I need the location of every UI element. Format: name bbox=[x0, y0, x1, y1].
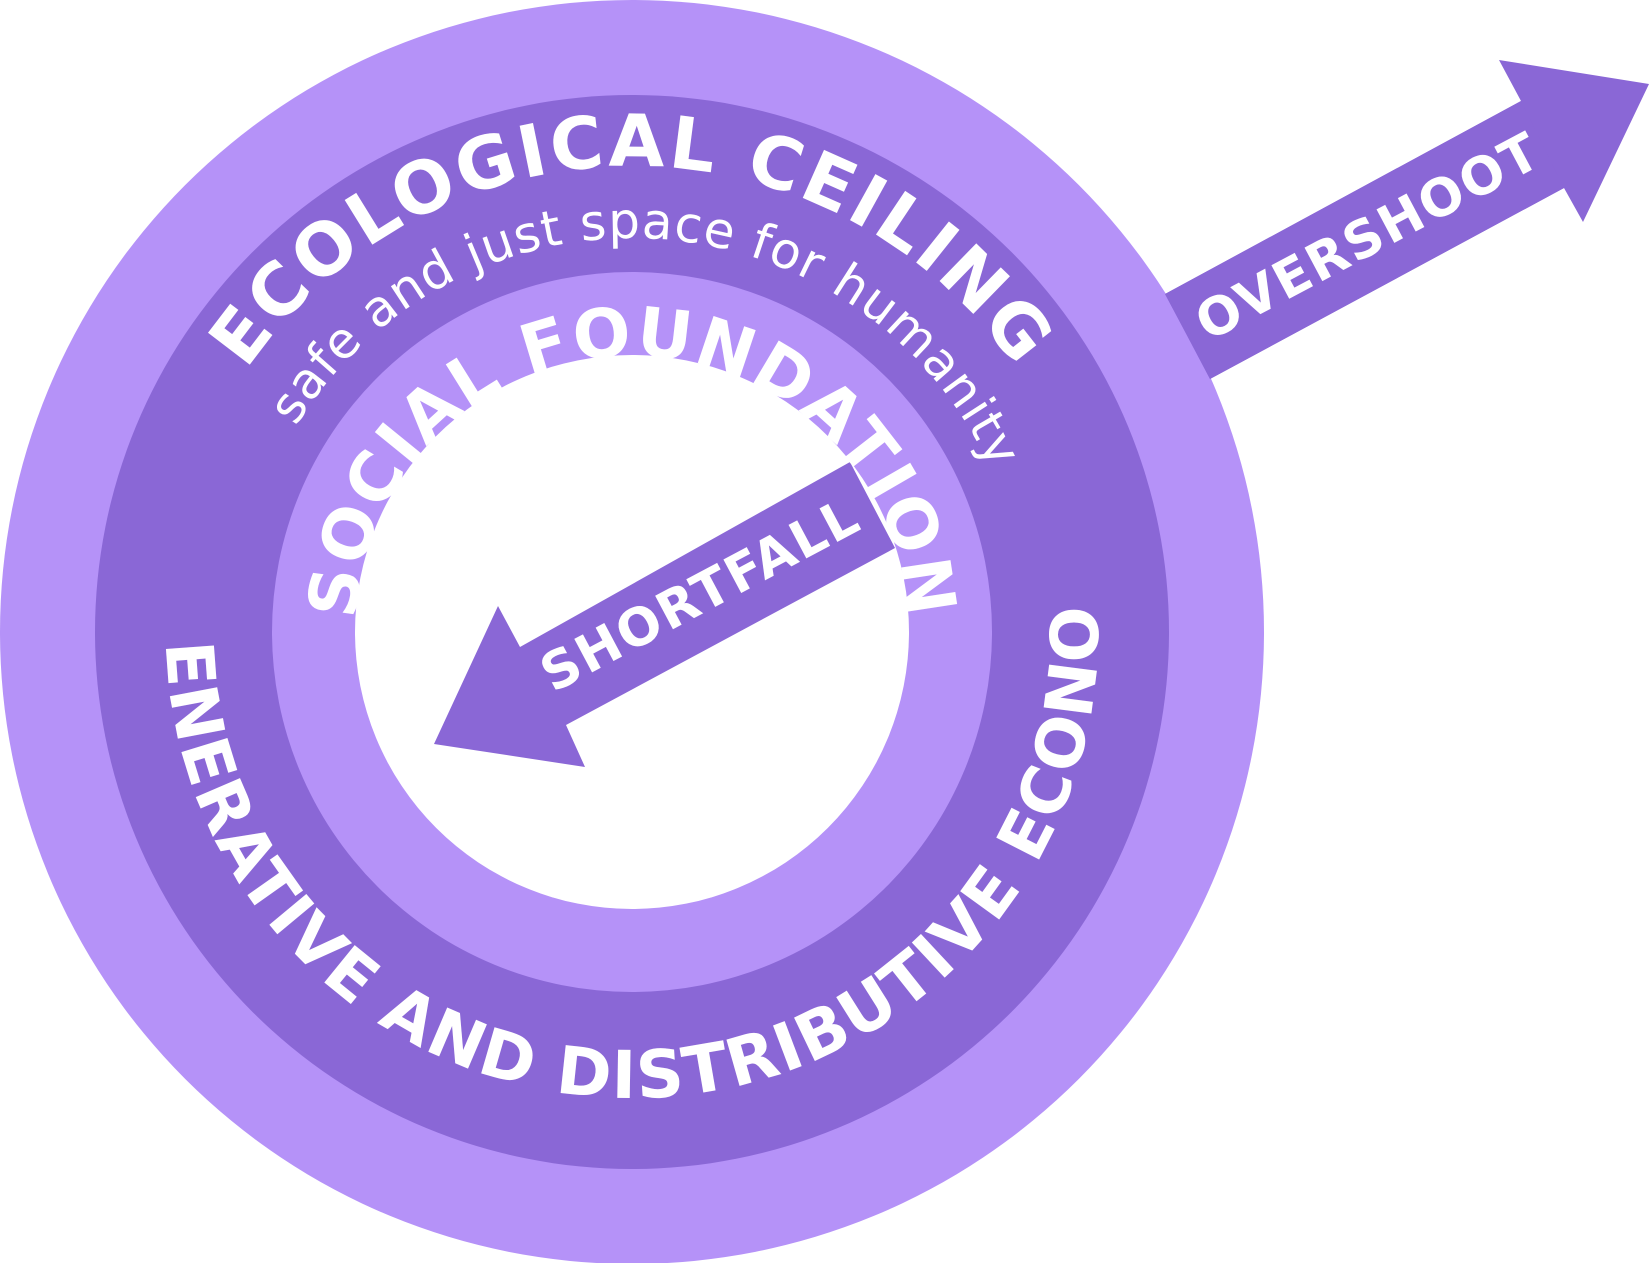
overshoot-label: OVERSHOOT bbox=[1186, 121, 1551, 353]
overshoot-arrow-shaft bbox=[1165, 101, 1564, 379]
shortfall-arrow bbox=[434, 462, 895, 767]
